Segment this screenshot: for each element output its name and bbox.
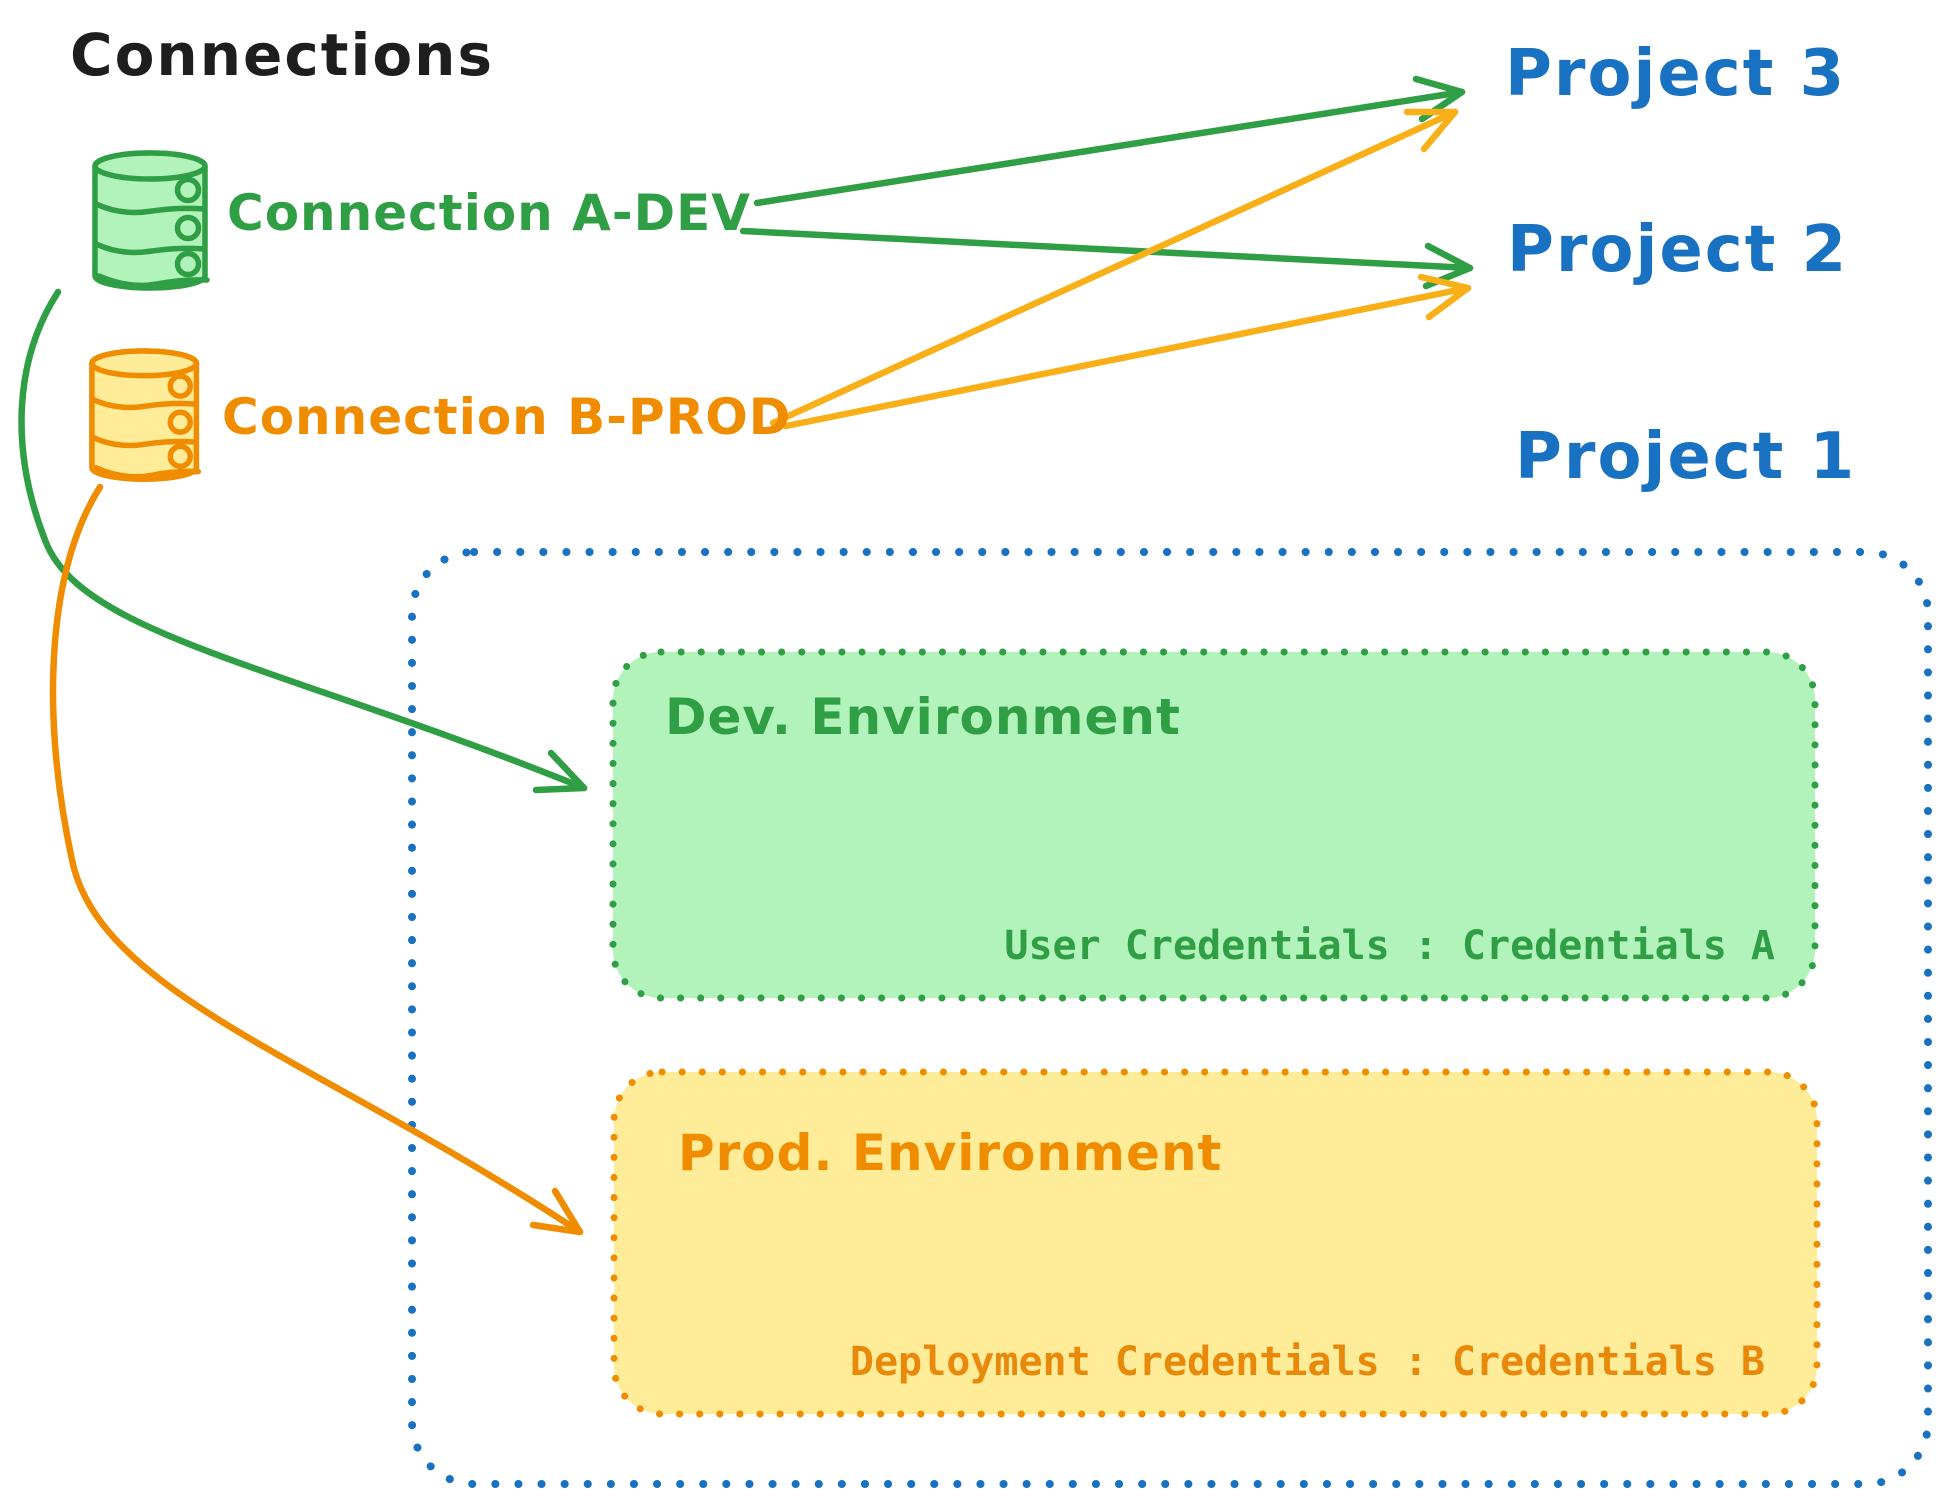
project-1-label: Project 1 bbox=[1515, 420, 1857, 494]
connection-a-dev-label: Connection A-DEV bbox=[227, 184, 751, 242]
arrow-a-dev-to-project-3 bbox=[753, 75, 1466, 207]
project-2-label: Project 2 bbox=[1507, 213, 1849, 287]
prod-environment-box bbox=[610, 1068, 1821, 1418]
arrow-b-prod-to-project-3 bbox=[769, 108, 1459, 427]
project-1-boundary-box bbox=[408, 548, 1932, 1488]
dev-environment-box bbox=[609, 648, 1819, 1002]
project-3-label: Project 3 bbox=[1505, 37, 1847, 111]
arrow-b-prod-to-project-2 bbox=[782, 273, 1472, 430]
prod-credentials-text: Deployment Credentials : Credentials B bbox=[849, 1339, 1765, 1385]
dev-credentials-text: User Credentials : Credentials A bbox=[1004, 923, 1775, 969]
diagram-title: Connections bbox=[70, 21, 494, 89]
dev-environment-title: Dev. Environment bbox=[665, 688, 1181, 746]
prod-environment-title: Prod. Environment bbox=[678, 1124, 1223, 1182]
connection-b-prod-label: Connection B-PROD bbox=[222, 388, 792, 446]
database-icon-prod bbox=[89, 348, 202, 482]
database-icon-dev bbox=[92, 150, 210, 291]
arrow-a-dev-to-project-2 bbox=[739, 227, 1474, 290]
arrow-b-prod-to-prod-environment bbox=[49, 483, 584, 1236]
